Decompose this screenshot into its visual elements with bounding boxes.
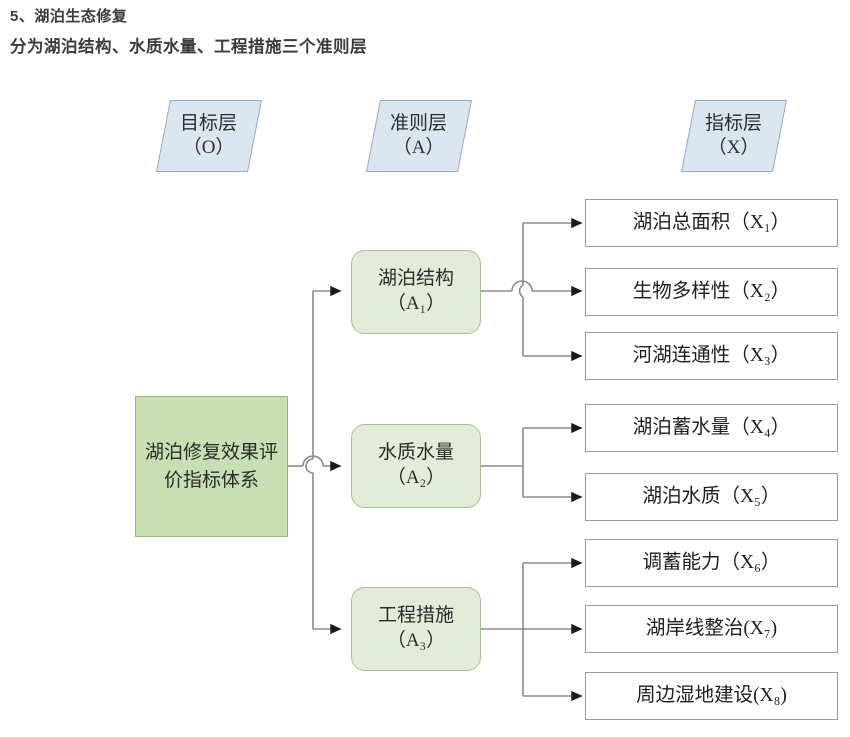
indicator-node-x2[interactable]: 生物多样性（X₂） [585,268,838,316]
indicator-node-x5-label: 湖泊水质（X₅） [642,485,781,507]
criteria-node-a3[interactable]: 工程措施 （A₃） [351,587,481,671]
goal-node[interactable]: 湖泊修复效果评价指标体系 [135,396,288,537]
layer-band-indicator: 指标层 （X） [681,100,787,172]
layer-band-indicator-label: 指标层 （X） [705,113,763,158]
criteria-node-a3-label: 工程措施 （A₃） [377,605,454,651]
layer-band-goal: 目标层 （O） [156,100,262,172]
indicator-node-x8[interactable]: 周边湿地建设(X₈) [585,672,838,720]
layer-band-criteria-label: 准则层 （A） [390,113,448,158]
indicator-node-x5[interactable]: 湖泊水质（X₅） [585,473,838,521]
goal-node-label: 湖泊修复效果评价指标体系 [144,441,278,491]
criteria-node-a2[interactable]: 水质水量 （A₂） [351,424,481,508]
indicator-node-x4-label: 湖泊蓄水量（X₄） [632,416,791,438]
indicator-node-x1[interactable]: 湖泊总面积（X₁） [585,199,838,247]
indicator-node-x7-label: 湖岸线整治(X₇) [645,617,778,639]
layer-band-goal-label: 目标层 （O） [180,113,238,158]
indicator-node-x6[interactable]: 调蓄能力（X₆） [585,539,838,587]
criteria-node-a2-label: 水质水量 （A₂） [377,442,454,488]
page-subtitle: 分为湖泊结构、水质水量、工程措施三个准则层 [10,38,367,56]
indicator-node-x8-label: 周边湿地建设(X₈) [636,684,787,706]
page-title: 5、湖泊生态修复 [10,8,128,25]
layer-band-criteria: 准则层 （A） [366,100,472,172]
indicator-node-x7[interactable]: 湖岸线整治(X₇) [585,605,838,653]
indicator-node-x2-label: 生物多样性（X₂） [632,280,791,302]
indicator-node-x4[interactable]: 湖泊蓄水量（X₄） [585,404,838,452]
criteria-node-a1-label: 湖泊结构 （A₁） [377,268,454,314]
indicator-node-x3[interactable]: 河湖连通性（X₃） [585,332,838,380]
criteria-node-a1[interactable]: 湖泊结构 （A₁） [351,250,481,334]
indicator-node-x6-label: 调蓄能力（X₆） [642,551,781,573]
indicator-node-x3-label: 河湖连通性（X₃） [632,344,791,366]
indicator-node-x1-label: 湖泊总面积（X₁） [632,211,791,233]
